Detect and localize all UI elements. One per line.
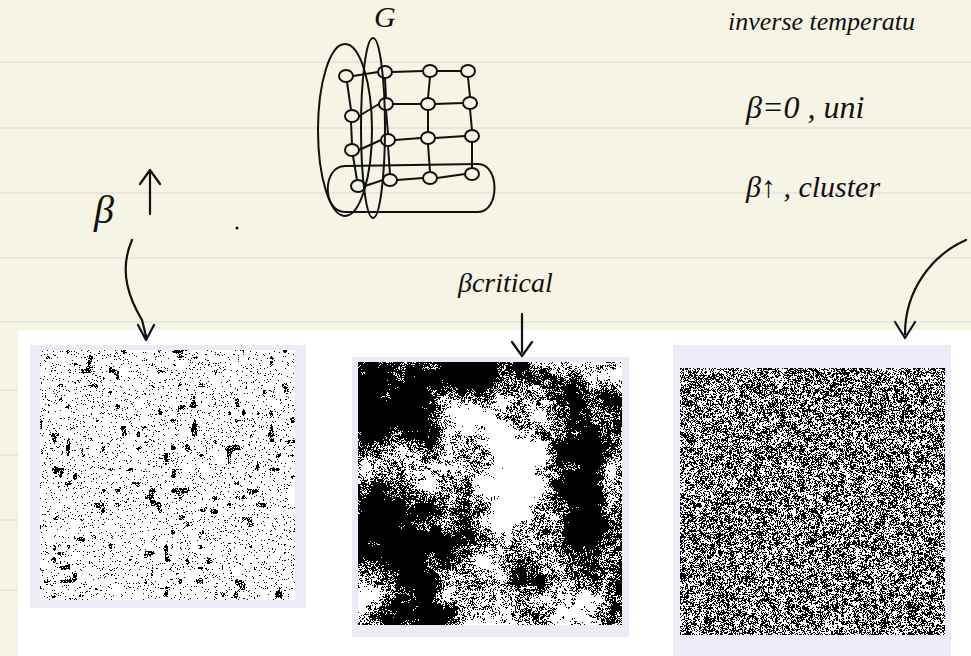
image-frame	[352, 357, 629, 637]
vertex	[465, 130, 479, 142]
vertex	[345, 110, 359, 122]
vertex	[345, 144, 359, 156]
vertex	[423, 172, 437, 184]
vertex	[463, 97, 477, 109]
handwritten-note: inverse temperatu	[728, 8, 915, 37]
ink-dot	[236, 227, 239, 230]
ruled-line	[0, 321, 971, 322]
ruled-line	[0, 61, 971, 62]
handwritten-note: β↑ , cluster	[746, 170, 880, 203]
pointer-arrow	[512, 314, 532, 356]
wrap-loop	[328, 164, 495, 212]
handwritten-note: βcritical	[458, 268, 553, 299]
handwritten-note: β=0 , uni	[746, 90, 864, 125]
ising-sample-image	[40, 350, 295, 600]
pointer-arrow	[126, 240, 154, 340]
ising-sample-image	[680, 368, 945, 635]
vertex	[381, 134, 395, 146]
vertex	[421, 132, 435, 144]
image-frame	[30, 345, 306, 608]
vertex	[383, 174, 397, 186]
grid-vertices	[339, 65, 479, 192]
ruled-line	[0, 257, 971, 258]
vertex	[465, 168, 479, 180]
vertex	[378, 66, 392, 78]
grid-graph	[318, 38, 495, 218]
vertex	[339, 70, 353, 82]
grid-edges	[347, 71, 472, 186]
ising-sample-image	[358, 362, 622, 625]
wrap-loop	[361, 38, 385, 218]
vertex	[351, 180, 365, 192]
pasted-panel	[18, 330, 971, 656]
up-arrow	[140, 170, 160, 214]
handwritten-note: β	[94, 188, 114, 232]
handwritten-note: G	[374, 0, 396, 33]
vertex	[421, 98, 435, 110]
image-frame	[673, 345, 951, 656]
vertex	[379, 98, 393, 110]
vertex	[461, 65, 475, 77]
ruled-line	[0, 127, 971, 128]
vertex	[423, 65, 437, 77]
pointer-arrow	[895, 240, 966, 338]
pointer-arrows	[126, 170, 966, 356]
